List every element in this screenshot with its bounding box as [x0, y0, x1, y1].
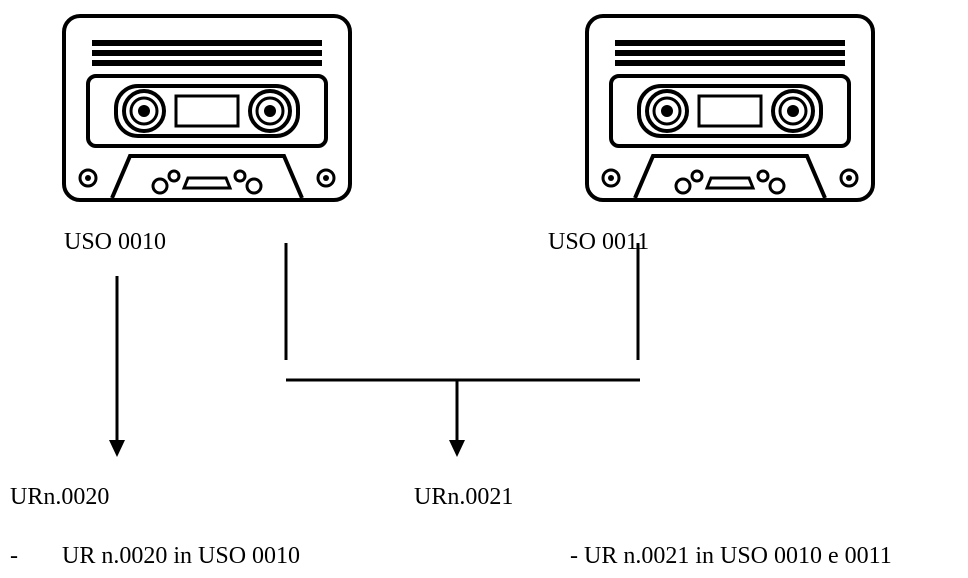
cassette-tape-icon — [64, 16, 350, 200]
connector-bracket — [286, 243, 640, 380]
arrow-center-down — [449, 380, 465, 457]
note-right-text: - UR n.0021 in USO 0010 e 0011 — [570, 542, 892, 570]
note-left-text: UR n.0020 in USO 0010 — [62, 542, 300, 570]
cassette-label-left: USO 0010 — [64, 228, 166, 256]
cassette-label-right: USO 0011 — [548, 228, 649, 256]
note-left-bullet: - — [10, 542, 18, 570]
arrow-left-down — [109, 276, 125, 457]
ur-node-left: URn.0020 — [10, 483, 109, 511]
cassette-tape-icon — [587, 16, 873, 200]
ur-node-center: URn.0021 — [414, 483, 513, 511]
